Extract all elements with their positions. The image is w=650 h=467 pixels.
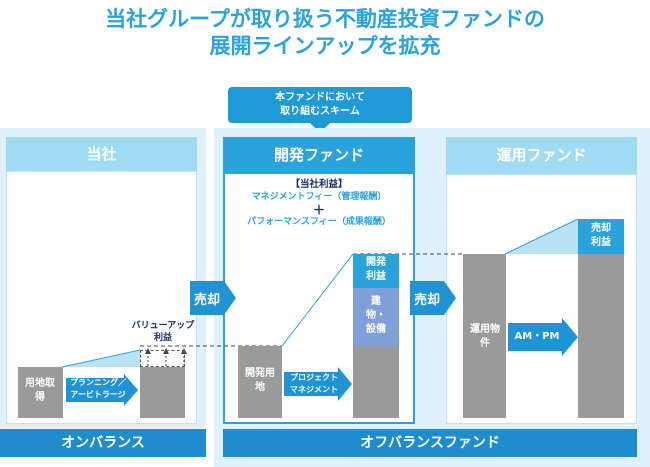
label-building: 建物・設備 [366, 296, 386, 335]
bar-operating-property [463, 254, 506, 418]
bar-land-acquisition [18, 367, 63, 418]
sell-1-label: 売却 [194, 293, 221, 308]
bar-dev-land [238, 346, 282, 418]
am-pm-label: AM・PM [514, 331, 560, 342]
bar-building [353, 288, 399, 346]
label-dev-profit: 開発利益 [366, 257, 386, 282]
label-land-acquisition: 用地取得 [25, 378, 55, 403]
title-line-1: 当社グループが取り扱う不動産投資ファンドの [105, 7, 545, 31]
bar-sale-base [578, 254, 624, 418]
band-on-balance: オンバランス [0, 429, 206, 457]
planning-line-1: プランニング／ [70, 378, 126, 387]
arrow-sell-2: 売却 [410, 281, 456, 315]
profit-block: 【当社利益】 マネジメントフィー（管理報酬） ＋ パフォーマンスフィー（成果報酬… [223, 178, 415, 229]
value-up-line [61, 349, 141, 368]
bar-value-up [140, 367, 185, 418]
arrow-am-pm: AM・PM [508, 318, 578, 356]
performance-fee: パフォーマンスフィー（成果報酬） [247, 217, 391, 227]
panel-operation-header: 運用ファンド [446, 137, 637, 174]
profit-heading: 【当社利益】 [290, 179, 348, 190]
bar-dev-base [353, 346, 399, 418]
panel-development-header: 開発ファンド [223, 137, 415, 174]
scheme-callout: 本ファンドにおいて 取り組むスキーム [228, 87, 412, 123]
label-operating-property: 運用物件 [470, 324, 500, 349]
title-line-2: 展開ラインアップを拡充 [209, 34, 441, 58]
value-up-box [140, 350, 185, 367]
dev-line [281, 253, 354, 347]
band-off-balance: オフバランスファンド [223, 429, 637, 457]
arrow-sell-1: 売却 [190, 281, 236, 315]
planning-line-2: アービトラージ [70, 390, 126, 399]
panel-ours-header: 当社 [6, 137, 197, 171]
arrow-planning: プランニング／ アービトラージ [66, 374, 138, 406]
scheme-callout-line-1: 本ファンドにおいて [275, 92, 365, 103]
sell-2-label: 売却 [414, 293, 441, 308]
scheme-callout-line-2: 取り組むスキーム [280, 106, 360, 117]
sale-line [504, 218, 579, 255]
plus-sign: ＋ [312, 203, 325, 217]
arrow-project-mgmt: プロジェクト マネジメント [284, 367, 352, 401]
label-value-up-profit: バリューアップ利益 [131, 321, 195, 343]
project-mgmt-line-1: プロジェクト [290, 373, 338, 382]
bar-sale-profit [578, 219, 624, 254]
label-dev-land: 開発用地 [245, 368, 275, 393]
label-sale-profit: 売却利益 [591, 223, 611, 248]
bar-dev-profit [353, 254, 399, 288]
management-fee: マネジメントフィー（管理報酬） [251, 192, 387, 202]
project-mgmt-line-2: マネジメント [290, 385, 338, 394]
